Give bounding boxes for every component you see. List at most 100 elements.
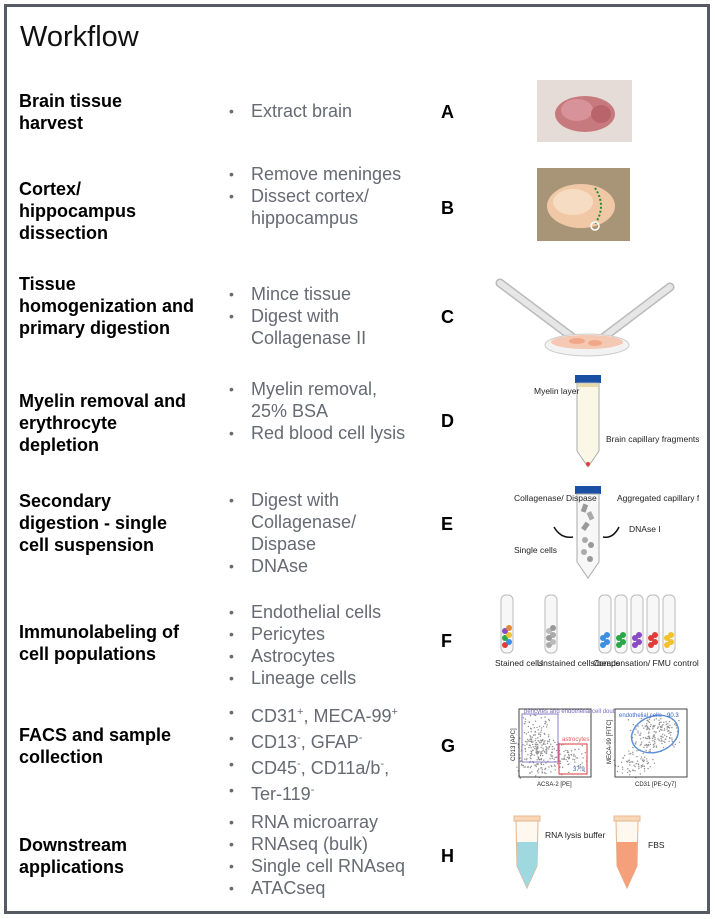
event-dot xyxy=(556,762,559,765)
endothelial-gate-label: endothelial cells xyxy=(619,713,662,719)
event-dot xyxy=(542,749,545,751)
event-dot xyxy=(547,740,549,742)
event-dot xyxy=(516,766,518,768)
event-dot xyxy=(634,765,636,768)
cell-bead xyxy=(636,632,642,638)
event-dot xyxy=(645,737,647,740)
event-dot xyxy=(535,775,537,777)
event-dot xyxy=(537,751,540,754)
event-dot xyxy=(658,719,660,721)
step-bullets: Digest with Collagenase/ Dispase DNAse xyxy=(227,489,407,577)
event-dot xyxy=(563,750,565,753)
event-dot xyxy=(530,752,533,754)
step-bullets: Endothelial cells Pericytes Astrocytes L… xyxy=(227,601,417,689)
event-dot xyxy=(658,723,660,725)
event-dot xyxy=(630,729,632,732)
event-dot xyxy=(531,753,533,756)
step-bullets: CD31+, MECA-99+ CD13-, GFAP- CD45-, CD11… xyxy=(227,701,427,805)
event-dot xyxy=(572,755,575,757)
event-dot xyxy=(649,750,651,752)
cell-bead xyxy=(604,632,610,638)
event-dot xyxy=(541,771,543,773)
event-dot xyxy=(548,746,550,748)
event-dot xyxy=(628,753,630,755)
event-dot xyxy=(668,727,671,729)
event-dot xyxy=(644,744,646,746)
event-dot xyxy=(570,754,573,756)
event-dot xyxy=(643,727,645,729)
event-dot xyxy=(561,766,564,769)
event-dot xyxy=(568,756,570,759)
stained-label: Stained cells xyxy=(495,658,543,668)
event-dot xyxy=(649,748,651,751)
event-dot xyxy=(523,732,526,734)
event-dot xyxy=(542,725,545,728)
event-dot xyxy=(668,740,670,743)
event-dot xyxy=(545,762,547,764)
event-dot xyxy=(517,746,520,748)
cell-bead xyxy=(620,639,626,645)
event-dot xyxy=(542,747,544,749)
event-dot xyxy=(648,745,650,747)
event-dot xyxy=(536,747,539,750)
event-dot xyxy=(638,766,640,768)
event-dot xyxy=(629,753,632,755)
event-dot xyxy=(524,718,527,720)
event-dot xyxy=(662,736,664,739)
event-dot xyxy=(620,761,623,763)
event-dot xyxy=(553,758,555,760)
event-dot xyxy=(579,764,582,766)
event-dot xyxy=(527,766,530,768)
facs-plots: pericytes and endothelial cell doublets … xyxy=(511,708,688,788)
bullet: Dissect cortex/ hippocampus xyxy=(227,185,407,229)
event-dot xyxy=(554,741,556,744)
event-dot xyxy=(651,737,654,740)
event-dot xyxy=(655,746,658,748)
event-dot xyxy=(635,776,637,779)
event-dot xyxy=(648,728,651,731)
event-dot xyxy=(548,734,550,736)
aggregated-label: Aggregated capillary fragments xyxy=(617,493,699,503)
event-dot xyxy=(565,749,567,752)
event-dot xyxy=(536,763,538,765)
event-dot xyxy=(653,743,655,746)
event-dot xyxy=(550,755,553,757)
event-dot xyxy=(652,758,654,761)
bullet: Digest with Collagenase/ Dispase xyxy=(227,489,407,555)
event-dot xyxy=(632,753,634,756)
event-dot xyxy=(675,727,678,729)
event-dot xyxy=(616,770,619,773)
event-dot xyxy=(661,729,663,731)
event-dot xyxy=(553,748,555,750)
event-dot xyxy=(646,723,648,725)
event-dot xyxy=(535,742,537,744)
event-dot xyxy=(664,741,666,744)
event-dot xyxy=(635,728,637,730)
event-dot xyxy=(635,763,637,765)
event-dot xyxy=(532,723,534,726)
event-dot xyxy=(579,766,582,768)
step-letter: B xyxy=(441,198,454,218)
event-dot xyxy=(627,760,629,762)
event-dot xyxy=(546,724,548,726)
event-dot xyxy=(566,750,569,752)
event-dot xyxy=(646,725,649,727)
event-dot xyxy=(543,741,545,743)
event-dot xyxy=(533,726,536,729)
event-dot xyxy=(649,725,652,728)
event-dot xyxy=(534,743,537,745)
step-label: Tissue homogenization and primary digest… xyxy=(19,274,194,338)
event-dot xyxy=(551,757,553,759)
event-dot xyxy=(649,766,651,768)
event-dot xyxy=(671,737,673,739)
step-bullets: RNA microarray RNAseq (bulk) Single cell… xyxy=(227,811,427,899)
event-dot xyxy=(575,757,577,759)
event-dot xyxy=(551,755,554,757)
event-dot xyxy=(530,740,532,743)
event-dot xyxy=(642,758,644,760)
event-dot xyxy=(643,767,646,770)
event-dot xyxy=(581,762,583,764)
event-dot xyxy=(642,764,644,766)
event-dot xyxy=(622,757,624,759)
event-dot xyxy=(532,746,535,748)
